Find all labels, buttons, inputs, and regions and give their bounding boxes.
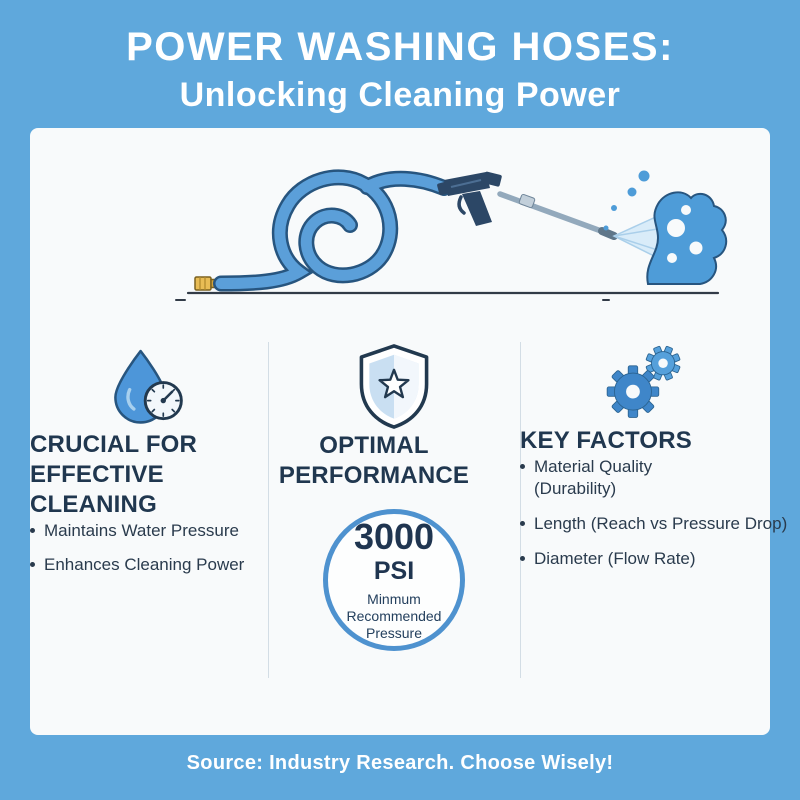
- header: POWER WASHING HOSES: Unlocking Cleaning …: [0, 0, 800, 115]
- list-item-text: Enhances Cleaning Power: [44, 555, 245, 575]
- psi-badge: 3000 PSI Minmum Recommended Pressure: [323, 509, 465, 651]
- list-item-text: Material Quality (Durability): [534, 457, 653, 499]
- bullet-dot: [520, 521, 525, 527]
- list-item: Enhances Cleaning Power: [30, 554, 268, 576]
- bullet-dot: [520, 556, 525, 562]
- list-item-text: Maintains Water Pressure: [44, 521, 239, 540]
- section-heading: KEY FACTORS: [520, 427, 693, 454]
- column-divider: [520, 342, 521, 678]
- water-drop-pressure-gauge-icon: [114, 349, 183, 424]
- list-item: Maintains Water Pressure: [30, 520, 268, 542]
- cleaning-benefits-list: Maintains Water Pressure Enhances Cleani…: [30, 520, 268, 576]
- list-item-text: Length (Reach vs Pressure Drop): [534, 514, 788, 534]
- section-key-factors: KEY FACTORS Material Quality (Durability…: [520, 328, 787, 583]
- section-crucial-cleaning: CRUCIAL FOR EFFECTIVE CLEANING Maintains…: [30, 328, 268, 588]
- psi-unit: PSI: [373, 556, 415, 585]
- source-note: Source: Industry Research. Choose Wisely…: [186, 752, 614, 774]
- page-title: POWER WASHING HOSES:: [126, 25, 674, 69]
- bullet-dot: [30, 528, 35, 533]
- gears-icon: [606, 345, 681, 418]
- content-card: CRUCIAL FOR EFFECTIVE CLEANING Maintains…: [30, 128, 787, 735]
- list-item: Diameter (Flow Rate): [520, 548, 732, 570]
- hose-illustration: [175, 169, 728, 301]
- ground-line: [175, 291, 720, 301]
- section-heading: CRUCIAL FOR EFFECTIVE CLEANING: [30, 431, 198, 518]
- page-subtitle: Unlocking Cleaning Power: [179, 76, 621, 114]
- list-item: Length (Reach vs Pressure Drop): [520, 513, 787, 535]
- shield-star-icon: [359, 344, 429, 429]
- water-splash: [603, 170, 728, 285]
- spray-gun: [437, 171, 502, 226]
- section-heading: OPTIMAL PERFORMANCE: [278, 432, 470, 489]
- wand: [497, 191, 618, 240]
- list-item: Material Quality (Durability): [520, 456, 732, 500]
- bullet-dot: [30, 562, 35, 568]
- key-factors-list: Material Quality (Durability) Length (Re…: [520, 456, 787, 570]
- list-item-text: Diameter (Flow Rate): [534, 549, 696, 569]
- column-divider: [268, 342, 269, 678]
- section-optimal-performance: OPTIMAL PERFORMANCE 3000 PSI Minmum Reco…: [268, 328, 520, 651]
- coiled-hose: [213, 169, 452, 292]
- bullet-dot: [520, 464, 525, 469]
- psi-caption: Minmum Recommended Pressure: [346, 591, 442, 641]
- psi-value: 3000: [353, 515, 435, 557]
